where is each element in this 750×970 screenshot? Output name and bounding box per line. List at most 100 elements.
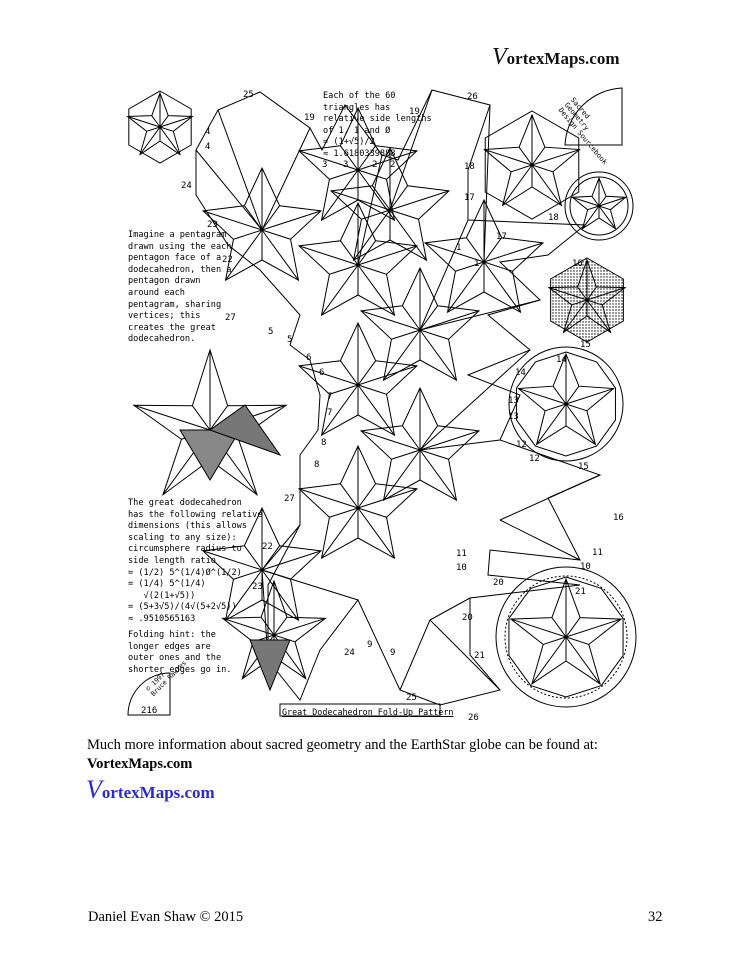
fold-line bbox=[260, 616, 275, 636]
fold-line bbox=[298, 245, 359, 266]
caption-box bbox=[279, 703, 441, 717]
fold-line bbox=[339, 360, 359, 386]
fold-line bbox=[195, 149, 263, 231]
edge-label: 27 bbox=[284, 494, 295, 504]
fold-line bbox=[261, 569, 359, 601]
fold-line bbox=[565, 636, 589, 645]
edge-label: 8 bbox=[321, 438, 327, 448]
fold-line bbox=[510, 618, 567, 638]
fold-line bbox=[587, 205, 600, 211]
small-circle bbox=[564, 171, 634, 241]
fold-line bbox=[360, 310, 421, 331]
star-hub bbox=[329, 146, 451, 262]
edge-label: 16 bbox=[572, 259, 583, 269]
fold-line bbox=[419, 329, 449, 340]
fold-line bbox=[273, 634, 296, 643]
edge-label: 2 bbox=[390, 160, 396, 170]
fold-line bbox=[159, 116, 193, 128]
fold-line bbox=[389, 185, 409, 211]
bottom-logo-link[interactable]: VortexMaps.com bbox=[86, 775, 215, 804]
star-outline bbox=[297, 106, 419, 222]
fold-line bbox=[401, 305, 421, 331]
fold-line bbox=[139, 126, 161, 155]
fold-line bbox=[531, 149, 580, 166]
shaded-facet bbox=[249, 639, 291, 692]
fold-line bbox=[586, 299, 603, 306]
edge-label: 12 bbox=[529, 454, 540, 464]
hexagon-thumbnail bbox=[128, 90, 192, 164]
fold-line bbox=[191, 405, 211, 431]
note-imagine-line: pentagram, sharing bbox=[128, 299, 222, 310]
edge-label: 14 bbox=[556, 355, 567, 365]
fold-line bbox=[357, 264, 395, 316]
fold-line bbox=[531, 636, 567, 685]
edge-label: 9 bbox=[390, 648, 396, 658]
note-dimensions-line: ≈ .9510565163 bbox=[128, 613, 196, 624]
fold-line bbox=[563, 299, 588, 333]
fold-line bbox=[357, 169, 395, 221]
edge-label: 22 bbox=[222, 255, 233, 265]
star-hub bbox=[297, 106, 419, 222]
fold-line bbox=[383, 329, 421, 381]
fold-line bbox=[329, 264, 359, 275]
edge-label: 24 bbox=[181, 181, 192, 191]
fold-line bbox=[357, 245, 418, 266]
star-outline bbox=[359, 386, 481, 502]
fold-line bbox=[598, 205, 616, 229]
fold-line bbox=[586, 287, 626, 301]
fold-line bbox=[298, 488, 359, 509]
fold-line bbox=[401, 425, 421, 451]
edge-label: 6 bbox=[306, 353, 312, 363]
header-logo: VortexMaps.com bbox=[492, 44, 620, 70]
fold-up-pattern-figure bbox=[126, 87, 637, 717]
fold-line bbox=[298, 365, 359, 386]
fold-line bbox=[419, 439, 501, 451]
fold-line bbox=[261, 229, 299, 281]
fold-line bbox=[321, 264, 359, 316]
note-imagine-line: vertices; this bbox=[128, 311, 201, 322]
fold-line bbox=[429, 619, 501, 691]
edge-label: 19 bbox=[304, 113, 315, 123]
edge-label: 19 bbox=[409, 107, 420, 117]
fold-line bbox=[455, 261, 485, 272]
edge-label: 7 bbox=[327, 408, 333, 418]
fold-line bbox=[565, 617, 581, 638]
info-text: Much more information about sacred geome… bbox=[87, 737, 598, 753]
edge-label: 24 bbox=[344, 648, 355, 658]
fold-line bbox=[536, 403, 567, 445]
fold-line bbox=[544, 403, 567, 412]
fold-line bbox=[330, 190, 391, 211]
note-dimensions-line: dimensions (this allows bbox=[128, 521, 247, 532]
fold-line bbox=[419, 310, 480, 331]
edge-label: 2 bbox=[372, 160, 378, 170]
fold-line bbox=[261, 524, 301, 571]
fold-line bbox=[339, 240, 359, 266]
fold-line bbox=[357, 154, 383, 266]
note-triangles-line: Each of the 60 bbox=[323, 91, 396, 101]
fold-line bbox=[329, 384, 359, 395]
edge-label: 5 bbox=[268, 327, 274, 337]
pattern-decorations bbox=[126, 87, 637, 717]
fold-line bbox=[399, 619, 431, 691]
fold-line bbox=[577, 286, 588, 301]
fold-line bbox=[565, 403, 596, 445]
fold-line bbox=[419, 219, 469, 331]
info-url-link[interactable]: VortexMaps.com bbox=[87, 756, 193, 772]
star-hub bbox=[359, 386, 481, 502]
edge-label: 13 bbox=[508, 396, 519, 406]
edge-label: 13 bbox=[508, 412, 519, 422]
edge-label: 15 bbox=[578, 462, 589, 472]
fold-line bbox=[357, 507, 395, 559]
edge-label: 14 bbox=[515, 368, 526, 378]
fold-line bbox=[261, 569, 299, 621]
fold-line bbox=[419, 425, 439, 451]
edge-label: 22 bbox=[262, 542, 273, 552]
star-hub bbox=[297, 201, 419, 317]
fold-line bbox=[518, 146, 533, 166]
fold-line bbox=[233, 569, 263, 580]
fold-line bbox=[159, 126, 174, 132]
note-triangles-line: ≈ 1.6180339888 bbox=[323, 148, 396, 159]
edge-label: 27 bbox=[225, 313, 236, 323]
